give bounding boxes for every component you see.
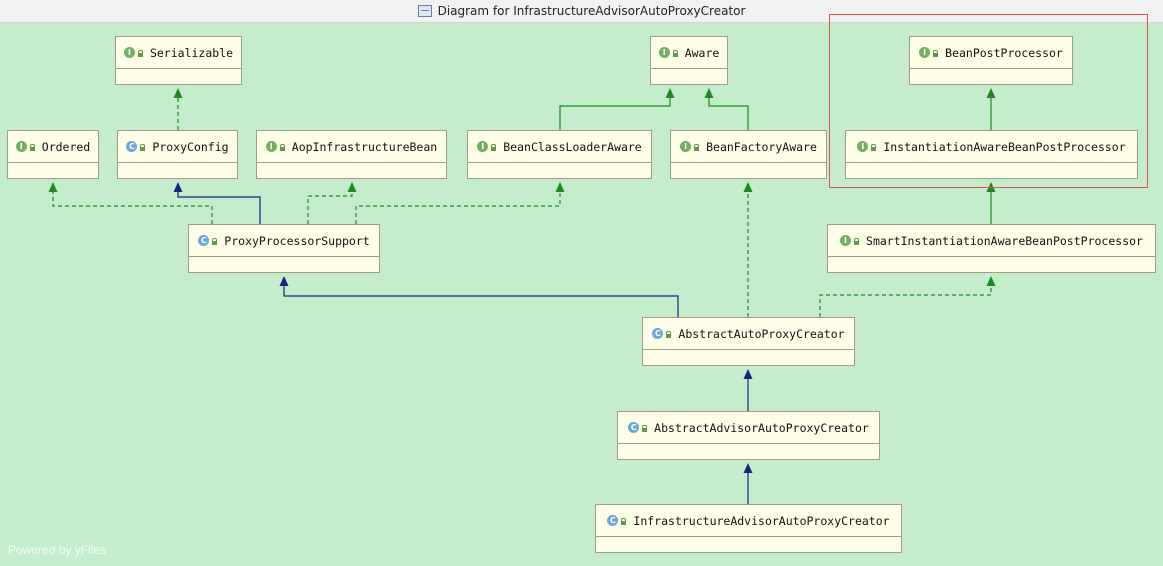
edge-aapc-siabpp [819, 285, 992, 317]
edge-pps-ordered [52, 191, 213, 224]
node-proxy-config[interactable]: C ProxyConfig [117, 130, 238, 179]
edge-aapc-siabpp-arrowhead [986, 276, 996, 286]
edge-iabpp-bpp-arrowhead [986, 88, 996, 98]
class-icon: C [198, 235, 210, 246]
class-icon: C [628, 422, 640, 433]
node-label: ProxyConfig [152, 139, 229, 154]
edge-pps-bcla [355, 191, 561, 224]
lock-icon [642, 424, 648, 432]
node-bean-post-processor[interactable]: I BeanPostProcessor [909, 36, 1073, 85]
edge-aaapc-aapc-arrowhead [743, 369, 753, 379]
window-title: Diagram for InfrastructureAdvisorAutoPro… [437, 4, 746, 18]
interface-icon: I [840, 235, 852, 246]
edges-layer [48, 88, 996, 504]
lock-icon [29, 143, 35, 151]
lock-icon [672, 49, 678, 57]
edge-aapc-pps-arrowhead [279, 276, 289, 286]
node-abstract-advisor-auto-proxy-creator[interactable]: C AbstractAdvisorAutoProxyCreator [617, 411, 880, 460]
interface-icon: I [658, 47, 670, 58]
class-icon: C [652, 328, 664, 339]
interface-icon: I [477, 141, 489, 152]
node-label: BeanClassLoaderAware [503, 139, 642, 154]
node-bean-class-loader-aware[interactable]: I BeanClassLoaderAware [467, 130, 652, 179]
class-icon: C [607, 515, 619, 526]
powered-by-watermark: Powered by yFiles [8, 543, 107, 557]
node-infrastructure-advisor-auto-proxy-creator[interactable]: C InfrastructureAdvisorAutoProxyCreator [595, 504, 902, 553]
lock-icon [933, 49, 939, 57]
edge-aapc-bfa-arrowhead [743, 182, 753, 192]
node-abstract-auto-proxy-creator[interactable]: C AbstractAutoProxyCreator [642, 317, 855, 366]
node-label: SmartInstantiationAwareBeanPostProcessor [866, 233, 1143, 248]
node-proxy-processor-support[interactable]: C ProxyProcessorSupport [188, 224, 380, 273]
interface-icon: I [15, 141, 27, 152]
lock-icon [694, 143, 700, 151]
interface-icon: I [680, 141, 692, 152]
node-label: Ordered [41, 139, 91, 154]
edge-pps-ordered-arrowhead [48, 182, 58, 192]
node-serializable[interactable]: I Serializable [115, 36, 242, 85]
lock-icon [279, 143, 285, 151]
lock-icon [854, 237, 860, 245]
node-label: BeanPostProcessor [945, 45, 1063, 60]
edge-pps-aopinfra [307, 191, 353, 224]
diagram-icon [417, 5, 432, 17]
node-label: InstantiationAwareBeanPostProcessor [883, 139, 1126, 154]
node-label: Serializable [149, 45, 234, 60]
interface-icon: I [857, 141, 869, 152]
node-instantiation-aware-bean-post-processor[interactable]: I InstantiationAwareBeanPostProcessor [845, 130, 1138, 179]
edge-pps-aopinfra-arrowhead [347, 182, 357, 192]
edge-pps-proxyconfig [177, 191, 261, 224]
lock-icon [212, 237, 218, 245]
lock-icon [621, 517, 627, 525]
lock-icon [491, 143, 497, 151]
node-label: InfrastructureAdvisorAutoProxyCreator [633, 513, 890, 528]
node-bean-factory-aware[interactable]: I BeanFactoryAware [670, 130, 827, 179]
edge-iaapc-aaapc-arrowhead [743, 463, 753, 473]
node-label: BeanFactoryAware [706, 139, 817, 154]
edge-aapc-pps [283, 285, 679, 317]
class-icon: C [126, 141, 138, 152]
edge-bcla-aware-arrowhead [665, 88, 675, 98]
lock-icon [871, 143, 877, 151]
node-label: ProxyProcessorSupport [224, 233, 370, 248]
highlight-box [829, 14, 1148, 188]
lock-icon [140, 143, 146, 151]
edge-proxyconfig-serializable-arrowhead [173, 88, 183, 98]
interface-icon: I [919, 47, 931, 58]
node-aop-infrastructure-bean[interactable]: I AopInfrastructureBean [256, 130, 447, 179]
node-aware[interactable]: I Aware [650, 36, 728, 85]
node-ordered[interactable]: I Ordered [7, 130, 99, 179]
node-label: Aware [684, 45, 720, 60]
edge-bfa-aware-arrowhead [704, 88, 714, 98]
node-label: AbstractAdvisorAutoProxyCreator [654, 420, 869, 435]
interface-icon: I [265, 141, 277, 152]
lock-icon [137, 49, 143, 57]
node-smart-instantiation-aware-bean-post-processor[interactable]: I SmartInstantiationAwareBeanPostProcesso… [827, 224, 1156, 273]
node-label: AopInfrastructureBean [291, 139, 438, 154]
interface-icon: I [123, 47, 135, 58]
edge-pps-bcla-arrowhead [555, 182, 565, 192]
edge-bfa-aware [708, 97, 749, 130]
window-title-bar: Diagram for InfrastructureAdvisorAutoPro… [0, 0, 1163, 23]
edge-bcla-aware [559, 97, 671, 130]
edge-pps-proxyconfig-arrowhead [173, 182, 183, 192]
node-label: AbstractAutoProxyCreator [678, 326, 845, 341]
lock-icon [666, 330, 672, 338]
